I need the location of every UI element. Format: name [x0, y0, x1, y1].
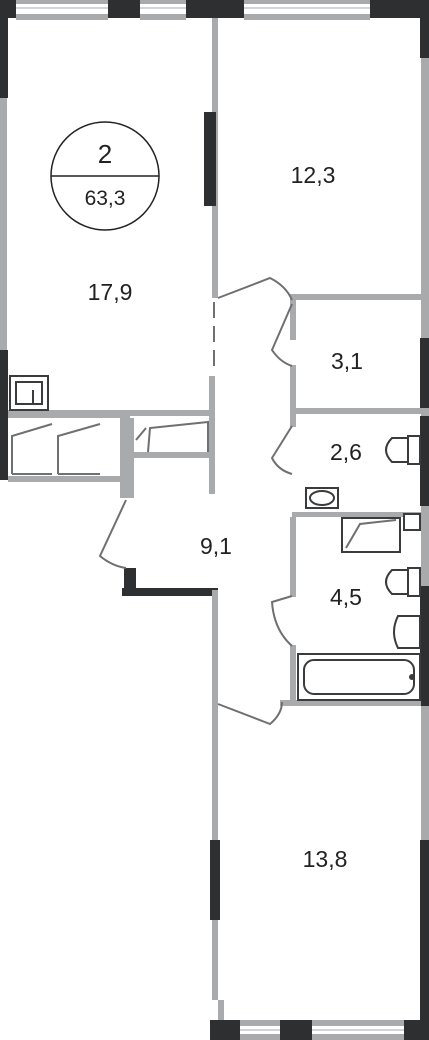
- bedroom-top-bottom-wall: [290, 294, 421, 300]
- kitchen-sink-icon: [9, 375, 49, 411]
- toilet-left-wall-2: [290, 415, 296, 427]
- toilet-bottom-wall: [292, 512, 421, 517]
- bath-toilet-icon: [385, 567, 421, 597]
- hallway-area: 9,1: [200, 533, 232, 559]
- partition-living-bedroom: [204, 18, 218, 494]
- toilet-left-wall: [290, 365, 296, 415]
- toilet-icon: [385, 435, 421, 465]
- right-wall: [420, 18, 429, 1020]
- bath-left-wall-2: [290, 645, 296, 705]
- storage-bottom-wall: [292, 408, 421, 414]
- bathroom-area: 4,5: [330, 584, 362, 610]
- washing-machine-icon: [341, 513, 421, 553]
- bath-left-wall: [290, 517, 296, 597]
- bottom-bedroom-walls: [210, 700, 220, 1000]
- room-count: 2: [98, 139, 112, 169]
- bedroom-bottom-area: 13,8: [303, 846, 348, 872]
- bath-sink-icon: [393, 615, 421, 649]
- total-area: 63,3: [85, 187, 126, 210]
- toilet-area: 2,6: [330, 439, 362, 465]
- storage-left-wall: [290, 300, 296, 340]
- living-wardrobe-strip: [8, 410, 210, 498]
- apartment-badge: 2 63,3: [50, 121, 160, 231]
- living-room-area: 17,9: [88, 279, 133, 305]
- door-swings: [98, 276, 293, 726]
- hallway-walls: [120, 480, 218, 700]
- bottom-wall: [210, 1000, 429, 1040]
- bathtub-icon: [297, 653, 421, 701]
- storage-area: 3,1: [331, 348, 363, 374]
- top-wall: [0, 0, 429, 20]
- bedroom-top-area: 12,3: [291, 162, 336, 188]
- bath-bottom-wall: [280, 700, 421, 706]
- left-wall: [0, 18, 8, 480]
- toilet-sink-icon: [305, 487, 339, 509]
